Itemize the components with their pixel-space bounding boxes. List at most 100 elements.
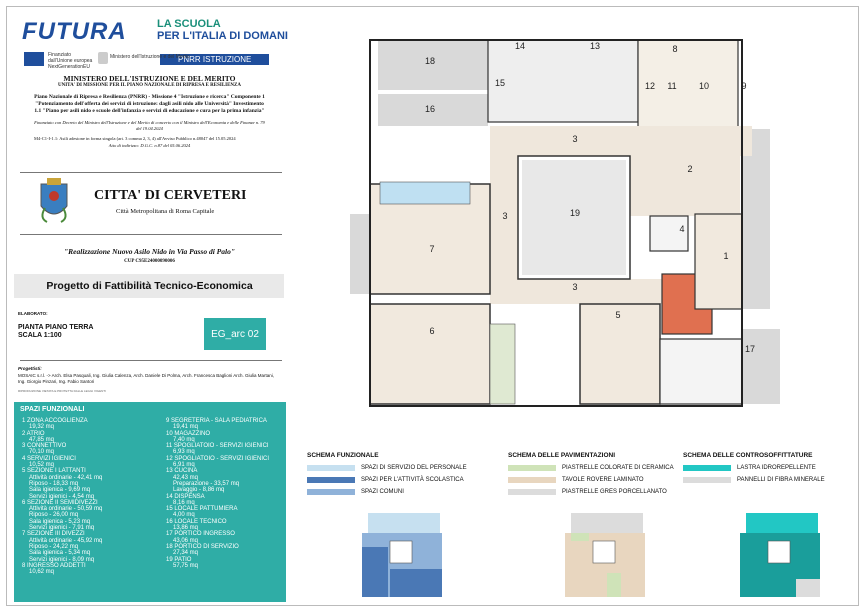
ministry-header: MINISTERO DELL'ISTRUZIONE E DEL MERITO U…	[34, 74, 265, 148]
spazi-item: 43,06 mq	[173, 537, 199, 544]
exterior-right	[742, 129, 770, 309]
spazi-item: 8,16 mq	[173, 499, 195, 506]
title-block: FUTURA LA SCUOLA PER L'ITALIA DI DOMANI …	[12, 12, 288, 602]
divider	[20, 360, 282, 361]
room-label: 6	[429, 326, 434, 336]
spazi-item: 70,10 mq	[29, 449, 55, 456]
room-label: 17	[745, 344, 755, 354]
spazi-item: 47,85 mq	[29, 436, 55, 443]
legend-swatch	[508, 489, 556, 495]
spazi-item: 7,40 mq	[173, 436, 195, 443]
legend-row: PANNELLI DI FIBRA MINERALE	[683, 477, 825, 483]
legend-label: SPAZI PER L'ATTIVITÀ SCOLASTICA	[361, 477, 464, 483]
room-label: 18	[425, 56, 435, 66]
legend-row: SPAZI COMUNI	[307, 489, 404, 495]
spazi-item: Sala igienica - 5,23 mq	[29, 518, 91, 525]
spazi-item: 8 INGRESSO ADDETTI	[22, 562, 86, 569]
legend-funzionale-title: SCHEMA FUNZIONALE	[307, 452, 379, 459]
room-16-area	[378, 94, 488, 126]
room-label: 13	[590, 41, 600, 51]
city-name: CITTA' DI CERVETERI	[94, 188, 247, 203]
ministry-logo-text: Ministero dell'Istruzione e del Merito	[110, 54, 190, 60]
spazi-item: Attività ordinarie - 50,59 mq	[29, 506, 103, 513]
outer-wall	[369, 39, 743, 407]
legend-label: SPAZI COMUNI	[361, 489, 404, 495]
spazi-item: Attività ordinarie - 45,92 mq	[29, 537, 103, 544]
spazi-item: 17 PORTICO INGRESSO	[166, 531, 235, 538]
room-5	[579, 303, 661, 405]
designers-label: Progettisti:	[18, 366, 42, 371]
eu-flag-icon	[24, 52, 44, 66]
room-17-area	[742, 329, 780, 404]
room-4	[649, 215, 689, 252]
spazi-item: 19,32 mq	[29, 424, 55, 431]
legend-controsoffittature-title: SCHEMA DELLE CONTROSOFFITTATURE	[683, 452, 813, 459]
elab-label: ELABORATO:	[18, 311, 48, 316]
legend-label: SPAZI DI SERVIZIO DEL PERSONALE	[361, 465, 467, 471]
legend-label: TAVOLE ROVERE LAMINATO	[562, 477, 644, 483]
mini-scheme-controsoffittature	[740, 513, 820, 597]
legend-swatch	[307, 477, 355, 483]
scuola-logo: LA SCUOLA PER L'ITALIA DI DOMANI	[157, 18, 288, 42]
spazi-item: Riposo - 24,22 mq	[29, 543, 79, 550]
room-label: 10	[699, 81, 709, 91]
futura-logo: FUTURA	[22, 18, 127, 45]
spazi-item: 1 ZONA ACCOGLIENZA	[22, 418, 88, 424]
staff-wing	[637, 39, 739, 129]
pnrr-badge: PNRR ISTRUZIONE	[160, 54, 270, 65]
spazi-item: Sala igienica - 9,69 mq	[29, 487, 91, 494]
room-label: 11	[667, 81, 676, 91]
spazi-item: 42,43 mq	[173, 474, 199, 481]
legend-area: SCHEMA FUNZIONALE SPAZI DI SERVIZIO DEL …	[0, 449, 865, 495]
drawing-title: PIANTA PIANO TERRA SCALA 1:100	[18, 324, 94, 339]
spazi-item: 57,75 mq	[173, 562, 199, 569]
spazi-item: 3 CONNETTIVO	[22, 443, 67, 450]
spazi-item: 2 ATRIO	[22, 430, 45, 437]
sheet-frame	[6, 6, 859, 606]
legend-swatch	[307, 489, 355, 495]
legend-label: PIASTRELLE GRES PORCELLANATO	[562, 489, 667, 495]
drawing-code: EG_arc 02	[204, 318, 266, 350]
spazi-item: Riposo - 18,33 mq	[29, 480, 79, 487]
room-label: 3	[572, 282, 577, 292]
spazi-item: Attività ordinarie - 42,41 mq	[29, 474, 103, 481]
spazi-item: 9 SEGRETERIA - SALA PEDIATRICA	[166, 418, 267, 424]
fine-print: RIPRODUZIONE VIETATA E PROTETTA DALLE LE…	[18, 389, 106, 393]
legend-pavimentazioni-title: SCHEMA DELLE PAVIMENTAZIONI	[508, 452, 616, 459]
spazi-item: 6,91 mq	[173, 462, 195, 469]
room-label: 9	[741, 81, 746, 91]
spazi-item: 4,00 mq	[173, 512, 195, 519]
mini-scheme-pavimentazioni	[565, 513, 645, 597]
spazi-item: Servizi igienici - 4,54 mq	[29, 493, 95, 500]
legend-label: PANNELLI DI FIBRA MINERALE	[737, 477, 825, 483]
legend-swatch	[508, 477, 556, 483]
spazi-item: 12 SPOGLIATOIO - SERVIZI IGIENICI	[166, 455, 270, 462]
spazi-item: 19,41 mq	[173, 424, 199, 431]
legend-swatch	[508, 465, 556, 471]
phase-band	[14, 274, 284, 298]
spazi-item: 11 SPOGLIATOIO - SERVIZI IGIENICI	[166, 443, 269, 450]
room-5-service	[659, 338, 743, 405]
spazi-item: 4 SERVIZI IGIENICI	[22, 455, 76, 462]
legend-swatch	[683, 477, 731, 483]
room-label: 3	[572, 134, 577, 144]
mini-scheme-funzionale	[362, 513, 442, 597]
spazi-item: 13 CUCINA	[166, 468, 198, 475]
eu-text: Finanziato dall'Unione europea NextGener…	[48, 52, 93, 70]
exterior-left	[350, 214, 370, 294]
spazi-item: 10,62 mq	[29, 569, 55, 576]
corridor-top	[490, 126, 752, 156]
room-label: 14	[515, 41, 525, 51]
spazi-title: SPAZI FUNZIONALI	[20, 406, 85, 413]
spazi-item: Servizi igienici - 8,09 mq	[29, 556, 95, 563]
room-label: 15	[495, 78, 505, 88]
spazi-item: Servizi igienici - 7,91 mq	[29, 525, 95, 532]
project-cup: CUP C95E24000090006	[124, 259, 175, 264]
spazi-item: 6,93 mq	[173, 449, 195, 456]
spazi-item: Sala igienica - 5,34 mq	[29, 550, 91, 557]
spazi-item: 27,34 mq	[173, 550, 199, 557]
